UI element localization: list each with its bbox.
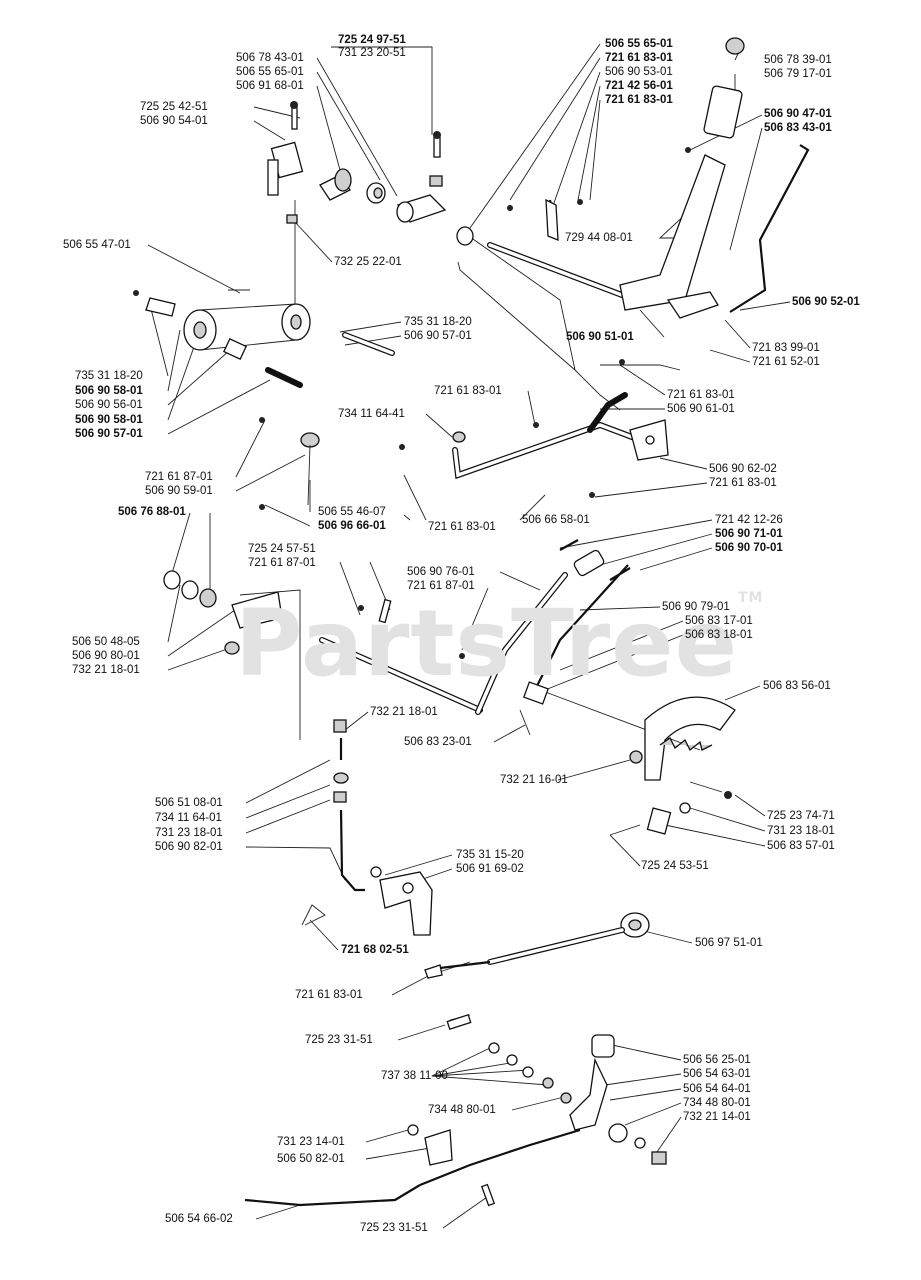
part-label: 731 23 14-01: [277, 1136, 345, 1148]
part-label: 721 61 83-01: [709, 477, 777, 489]
part-label: 506 55 46-07: [318, 506, 386, 518]
part-label: 721 61 87-01: [145, 471, 213, 483]
part-label: 506 90 58-01: [75, 385, 143, 397]
part-label: 721 68 02-51: [341, 944, 409, 956]
part-label: 506 90 71-01: [715, 528, 783, 540]
part-label: 721 61 83-01: [605, 94, 673, 106]
part-label: 725 24 53-51: [641, 860, 709, 872]
part-label: 506 90 61-01: [667, 403, 735, 415]
part-label: 506 79 17-01: [764, 68, 832, 80]
part-label: 721 83 99-01: [752, 342, 820, 354]
part-label: 506 83 43-01: [764, 122, 832, 134]
part-label: 732 25 22-01: [334, 256, 402, 268]
part-label: 732 21 16-01: [500, 774, 568, 786]
part-label: 506 90 57-01: [75, 428, 143, 440]
part-label: 506 50 82-01: [277, 1153, 345, 1165]
part-label: 506 90 80-01: [72, 650, 140, 662]
part-label: 737 38 11-00: [381, 1070, 448, 1082]
part-label: 506 56 25-01: [683, 1054, 751, 1066]
part-label: 506 90 70-01: [715, 542, 783, 554]
watermark-text: PartsTree: [235, 590, 738, 697]
part-label: 506 91 69-02: [456, 863, 524, 875]
part-label: 729 44 08-01: [565, 232, 633, 244]
part-label: 506 96 66-01: [318, 520, 386, 532]
part-label: 506 51 08-01: [155, 797, 223, 809]
part-label: 506 50 48-05: [72, 636, 140, 648]
part-label: 732 21 14-01: [683, 1111, 751, 1123]
part-label: 506 91 68-01: [236, 80, 304, 92]
part-label: 506 83 57-01: [767, 840, 835, 852]
part-label: 506 55 65-01: [605, 38, 673, 50]
part-label: 506 55 47-01: [63, 239, 131, 251]
part-label: 506 90 54-01: [140, 115, 208, 127]
part-label: 721 61 87-01: [248, 557, 316, 569]
part-label: 734 48 80-01: [683, 1097, 751, 1109]
part-label: 506 90 62-02: [709, 463, 777, 475]
watermark: PartsTreeTM: [235, 590, 763, 697]
part-label: 506 90 82-01: [155, 841, 223, 853]
part-label: 725 25 42-51: [140, 101, 208, 113]
part-label: 731 23 20-51: [338, 47, 406, 59]
part-label: 506 83 56-01: [763, 680, 831, 692]
part-label: 506 90 76-01: [407, 566, 475, 578]
part-label: 721 42 12-26: [715, 514, 783, 526]
part-label: 506 54 66-02: [165, 1213, 233, 1225]
part-label: 506 90 52-01: [792, 296, 860, 308]
part-label: 735 31 18-20: [75, 370, 143, 382]
part-label: 721 61 83-01: [605, 52, 673, 64]
part-label: 734 48 80-01: [428, 1104, 496, 1116]
part-label: 735 31 18-20: [404, 316, 472, 328]
part-label: 506 66 58-01: [522, 514, 590, 526]
part-label: 506 90 51-01: [566, 331, 634, 343]
part-label: 506 90 58-01: [75, 414, 143, 426]
part-label: 721 61 52-01: [752, 356, 820, 368]
part-label: 506 90 57-01: [404, 330, 472, 342]
part-label: 506 83 23-01: [404, 736, 472, 748]
part-label: 506 78 43-01: [236, 52, 304, 64]
watermark-tm: TM: [737, 590, 764, 606]
part-label: 506 90 47-01: [764, 108, 832, 120]
part-label: 506 83 18-01: [685, 629, 753, 641]
part-label: 725 24 57-51: [248, 543, 316, 555]
part-label: 506 97 51-01: [695, 937, 763, 949]
part-label: 735 31 15-20: [456, 849, 524, 861]
part-label: 506 54 64-01: [683, 1083, 751, 1095]
part-label: 721 42 56-01: [605, 80, 673, 92]
part-label: 506 90 53-01: [605, 66, 673, 78]
part-label: 731 23 18-01: [155, 827, 223, 839]
parts-drawing: [133, 37, 810, 1207]
part-label: 506 90 59-01: [145, 485, 213, 497]
part-label: 731 23 18-01: [767, 825, 835, 837]
part-label: 506 78 39-01: [764, 54, 832, 66]
part-label: 506 90 79-01: [662, 601, 730, 613]
part-label: 725 23 31-51: [360, 1222, 428, 1234]
part-label: 506 55 65-01: [236, 66, 304, 78]
part-label: 721 61 87-01: [407, 580, 475, 592]
part-label: 506 90 56-01: [75, 399, 143, 411]
part-label: 734 11 64-01: [155, 812, 222, 824]
part-label: 732 21 18-01: [370, 706, 438, 718]
part-label: 721 61 83-01: [428, 521, 496, 533]
part-label: 734 11 64-41: [338, 408, 405, 420]
part-label: 725 23 74-71: [767, 810, 835, 822]
part-label: 721 61 83-01: [434, 385, 502, 397]
part-label: 506 83 17-01: [685, 615, 753, 627]
part-label: 506 54 63-01: [683, 1068, 751, 1080]
part-label: 721 61 83-01: [667, 389, 735, 401]
part-label: 506 76 88-01: [118, 506, 186, 518]
part-label: 732 21 18-01: [72, 664, 140, 676]
part-label: 725 23 31-51: [305, 1034, 373, 1046]
part-label: 725 24 97-51: [338, 34, 406, 46]
part-label: 721 61 83-01: [295, 989, 363, 1001]
